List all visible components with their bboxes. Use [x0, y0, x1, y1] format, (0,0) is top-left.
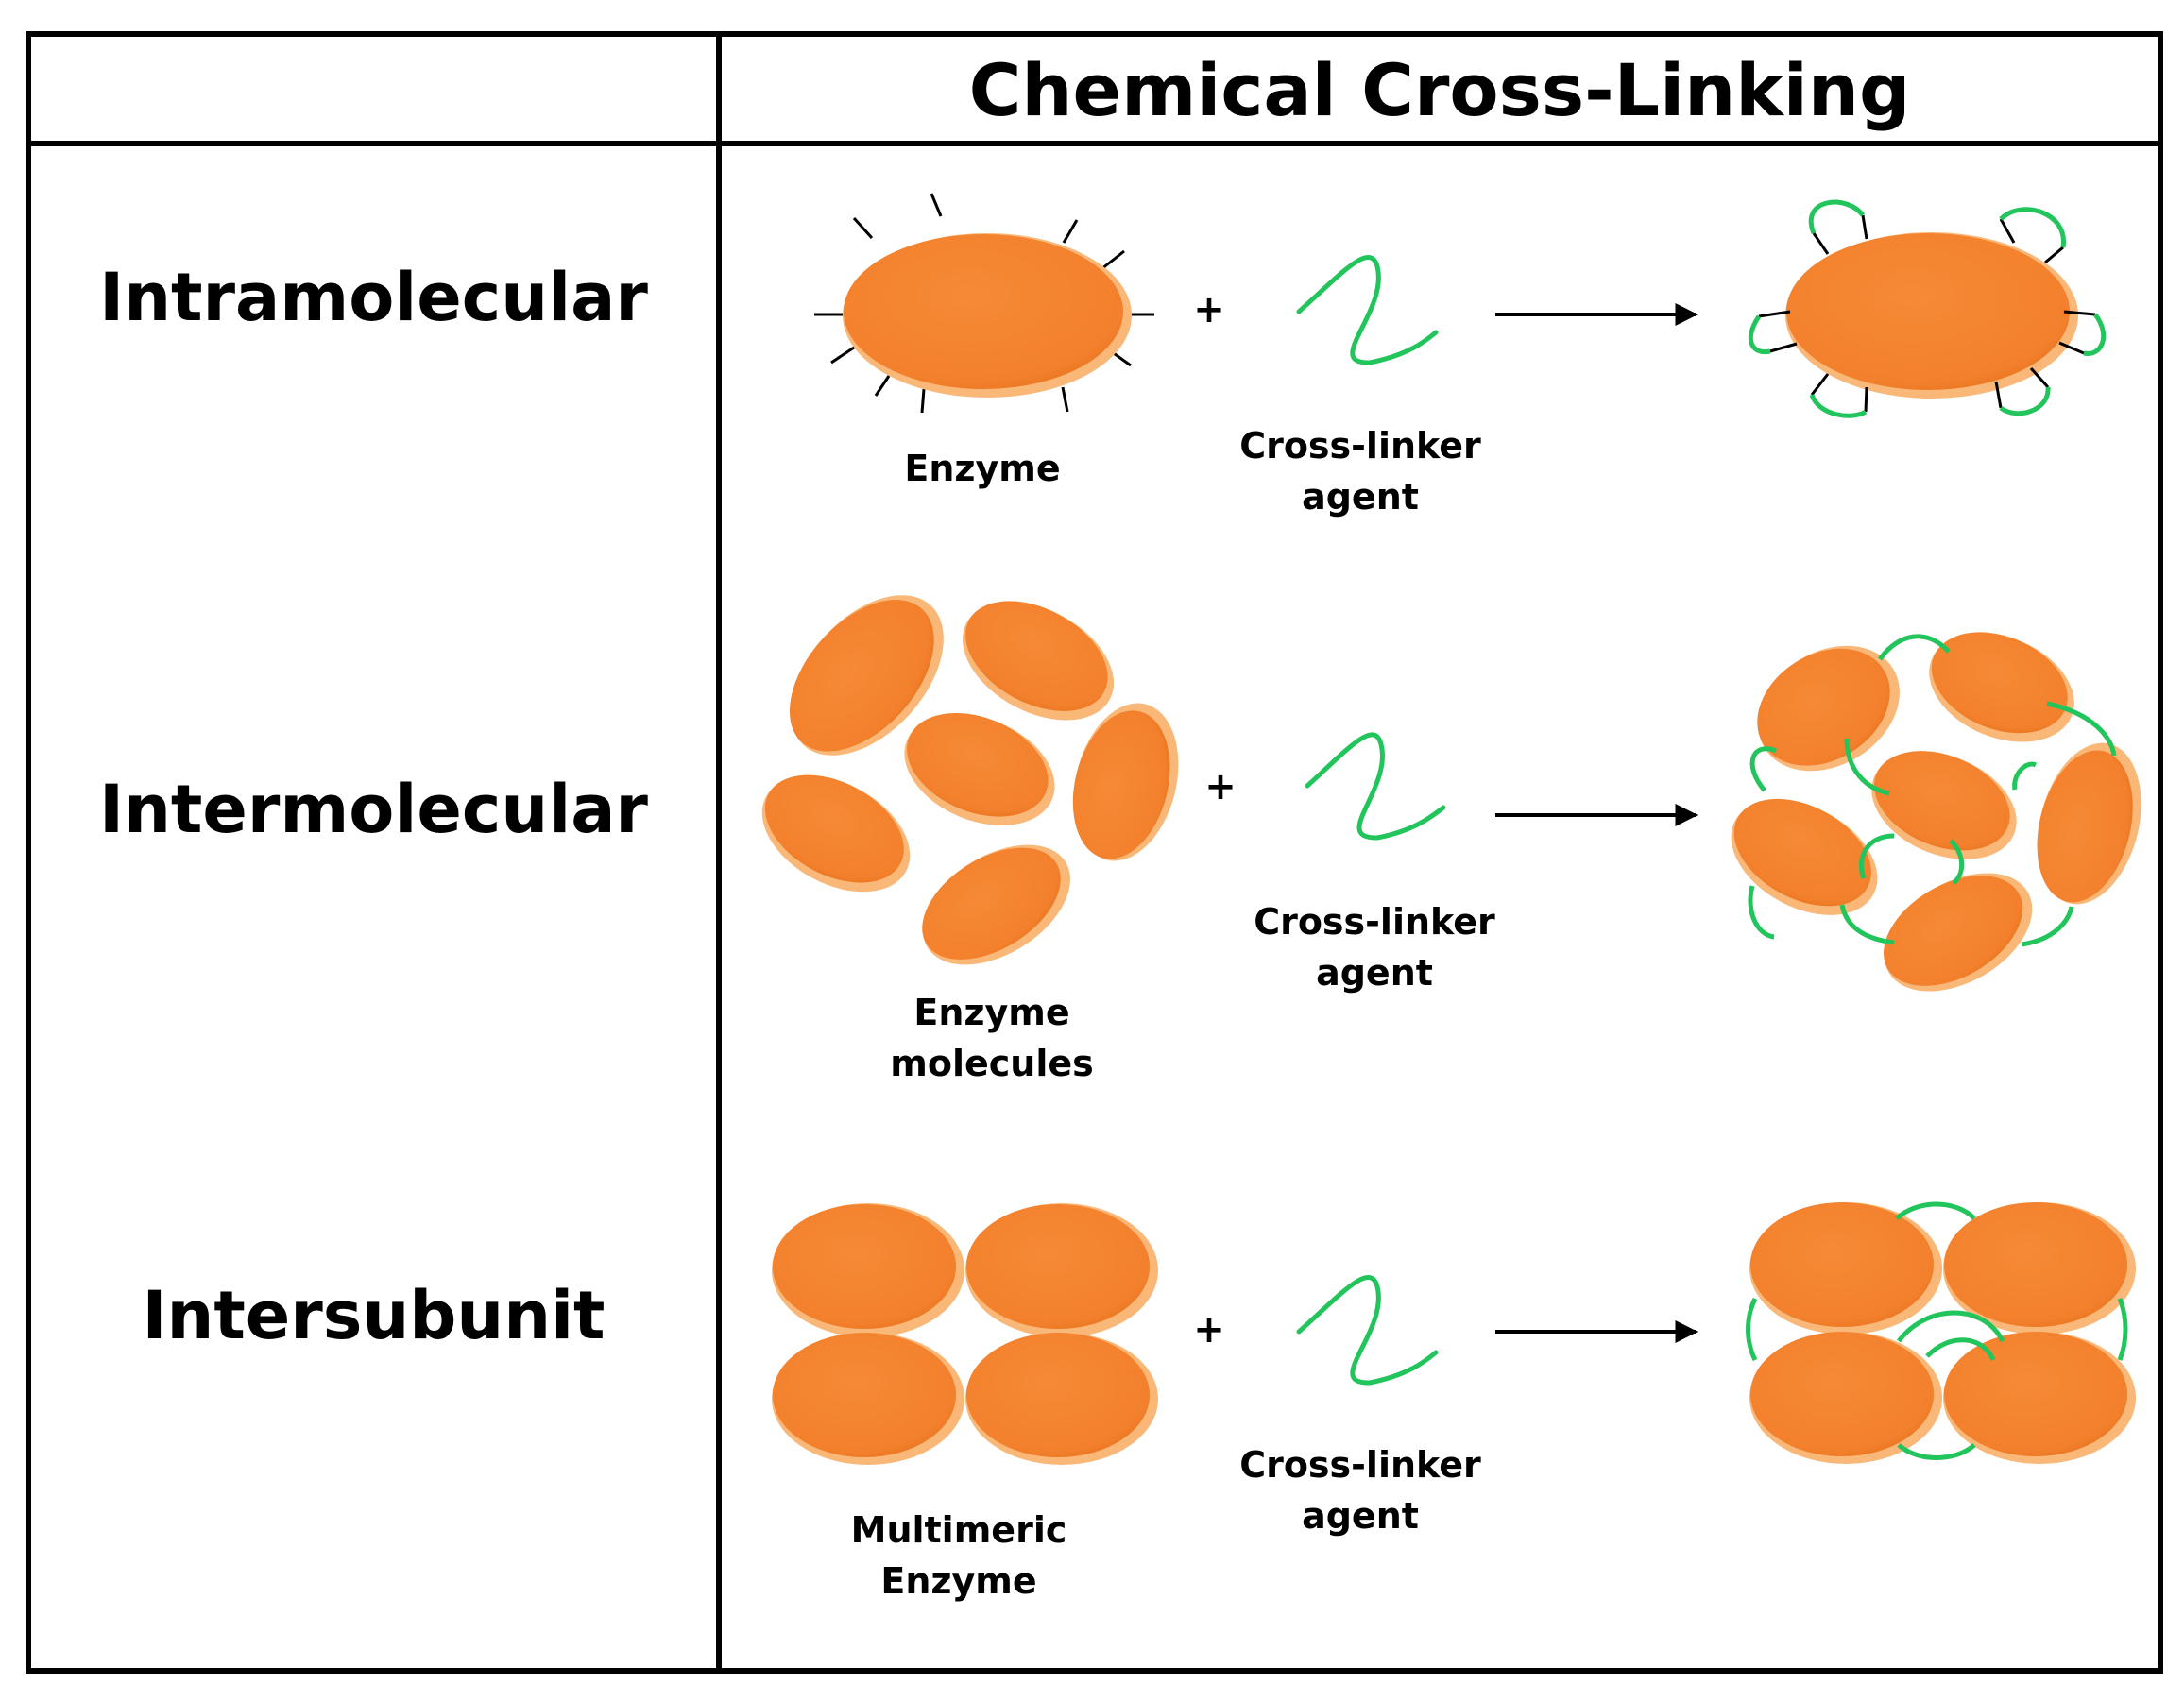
- crosslinked-aggregate-product: [1731, 632, 2141, 992]
- row-label-intersubunit: Intersubunit: [142, 1277, 606, 1354]
- multimeric-enzyme-caption-line1: Multimeric: [850, 1509, 1067, 1551]
- cross-linker-caption-line1: Cross-linker: [1239, 425, 1481, 467]
- cross-linker-agent-icon: [1296, 1275, 1439, 1386]
- row-label-intermolecular: Intermolecular: [99, 771, 648, 848]
- plus-sign: +: [1193, 288, 1225, 332]
- diagram-title: Chemical Cross-Linking: [968, 48, 1911, 132]
- plus-sign: +: [1204, 765, 1237, 808]
- cross-linker-caption-line1: Cross-linker: [1254, 901, 1495, 943]
- cross-linker-agent-icon: [1296, 255, 1439, 366]
- enzyme-with-reactive-groups: [814, 193, 1154, 414]
- enzyme-molecules-caption-line1: Enzyme: [913, 992, 1070, 1033]
- crosslinked-enzyme-product: [1748, 199, 2107, 418]
- enzyme-molecules-caption-line2: molecules: [890, 1043, 1094, 1084]
- cross-linker-caption-line2: agent: [1302, 476, 1419, 518]
- cross-linker-agent-icon: [1305, 732, 1446, 841]
- multimeric-enzyme-caption-line2: Enzyme: [880, 1560, 1037, 1602]
- crosslinked-multimer-product: [1746, 1201, 2136, 1464]
- enzyme-molecules-cluster: [761, 595, 1179, 965]
- table-frame: [26, 31, 2163, 1674]
- cross-linker-caption-line2: agent: [1302, 1495, 1419, 1537]
- row-intermolecular-art: [761, 595, 2141, 992]
- plus-sign: +: [1193, 1308, 1225, 1352]
- cross-linker-caption-line2: agent: [1316, 952, 1433, 994]
- row-intersubunit-art: [772, 1201, 2136, 1465]
- cross-linker-caption-line1: Cross-linker: [1239, 1444, 1481, 1486]
- enzyme-caption: Enzyme: [904, 448, 1061, 489]
- enzyme-ellipse: [844, 234, 1123, 389]
- row-intramolecular-art: [814, 193, 2107, 418]
- multimeric-enzyme: [772, 1203, 1158, 1465]
- row-label-intramolecular: Intramolecular: [99, 259, 648, 336]
